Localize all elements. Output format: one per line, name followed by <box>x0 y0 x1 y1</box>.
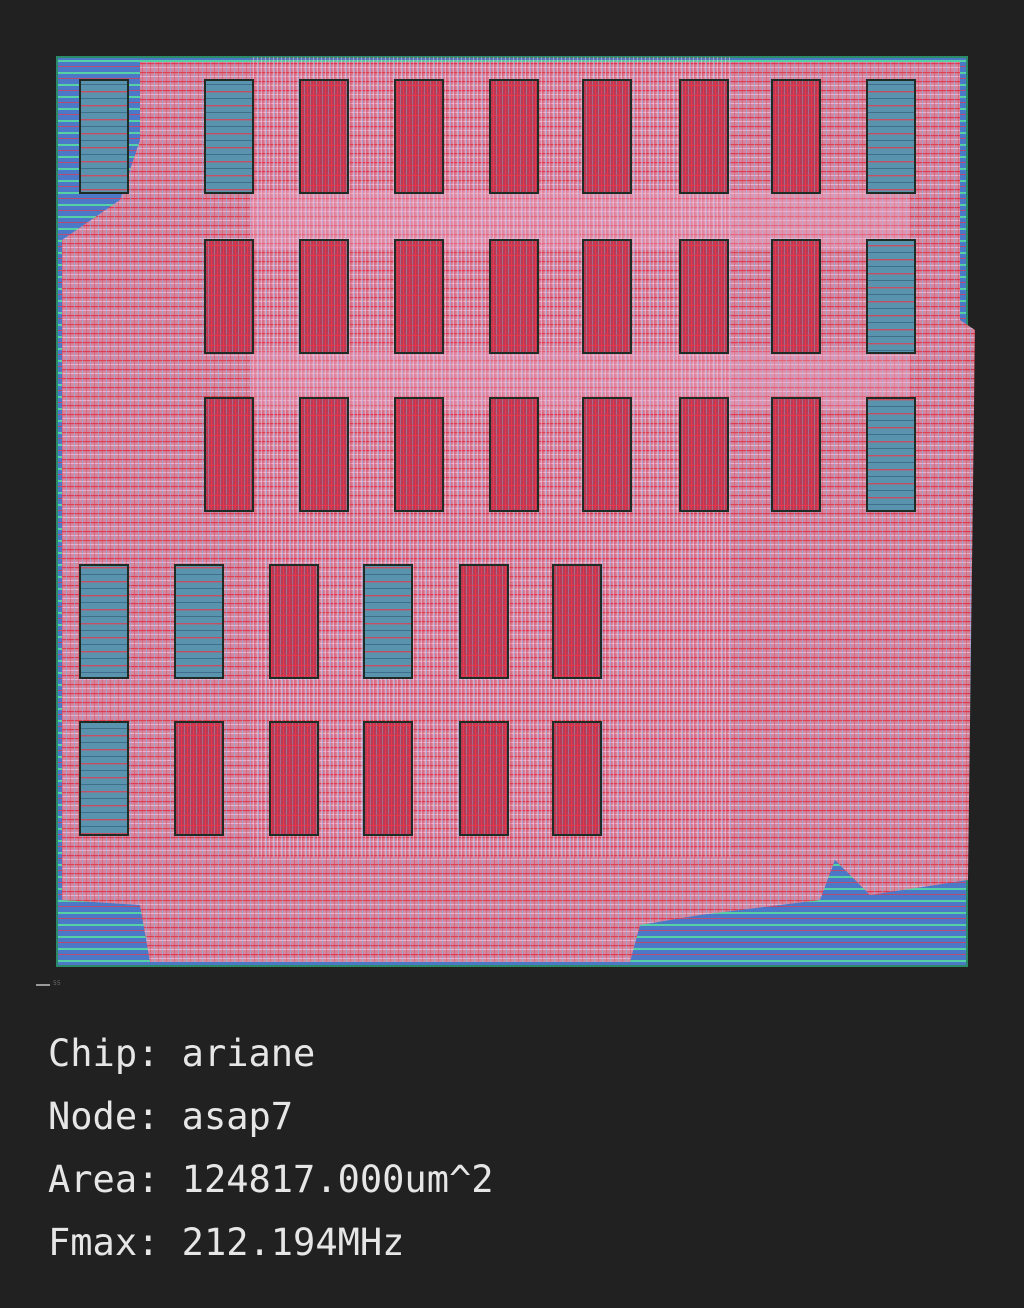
chip-label: Chip: <box>48 1032 160 1075</box>
scale-bar-label: 55 <box>53 980 61 987</box>
macro-block <box>459 564 509 679</box>
area-row: Area: 124817.000um^2 <box>48 1148 494 1211</box>
macro-block <box>394 397 444 512</box>
macro-block <box>489 397 539 512</box>
chip-layout-view: 55 <box>36 56 975 987</box>
macro-block <box>582 239 632 354</box>
macro-block <box>79 79 129 194</box>
macro-block <box>363 721 413 836</box>
macro-block <box>394 79 444 194</box>
chip-layout-plot <box>56 56 975 967</box>
scale-bar <box>36 984 50 986</box>
node-row: Node: asap7 <box>48 1085 494 1148</box>
area-label: Area: <box>48 1158 160 1201</box>
node-label: Node: <box>48 1095 160 1138</box>
macro-block <box>771 79 821 194</box>
area-value: 124817.000um^2 <box>181 1158 494 1201</box>
macro-block <box>299 397 349 512</box>
macro-block <box>174 721 224 836</box>
macro-blocks <box>79 79 916 836</box>
chip-value: ariane <box>181 1032 316 1075</box>
macro-block <box>552 564 602 679</box>
macro-block <box>679 79 729 194</box>
macro-block <box>363 564 413 679</box>
node-value: asap7 <box>181 1095 294 1138</box>
fmax-value: 212.194MHz <box>181 1221 405 1264</box>
macro-block <box>394 239 444 354</box>
macro-block <box>269 564 319 679</box>
macro-block <box>299 79 349 194</box>
macro-block <box>679 239 729 354</box>
macro-block <box>866 79 916 194</box>
macro-block <box>582 397 632 512</box>
macro-block <box>771 239 821 354</box>
macro-block <box>771 397 821 512</box>
macro-block <box>79 564 129 679</box>
chip-row: Chip: ariane <box>48 1022 494 1085</box>
macro-block <box>459 721 509 836</box>
macro-block <box>489 239 539 354</box>
macro-block <box>866 397 916 512</box>
macro-block <box>552 721 602 836</box>
fmax-label: Fmax: <box>48 1221 160 1264</box>
macro-block <box>204 239 254 354</box>
chip-info-panel: Chip: ariane Node: asap7 Area: 124817.00… <box>48 1022 494 1274</box>
macro-block <box>679 397 729 512</box>
macro-block <box>582 79 632 194</box>
macro-block <box>174 564 224 679</box>
macro-block <box>269 721 319 836</box>
macro-block <box>489 79 539 194</box>
macro-block <box>866 239 916 354</box>
macro-block <box>79 721 129 836</box>
macro-block <box>204 79 254 194</box>
macro-block <box>299 239 349 354</box>
fmax-row: Fmax: 212.194MHz <box>48 1211 494 1274</box>
macro-block <box>204 397 254 512</box>
